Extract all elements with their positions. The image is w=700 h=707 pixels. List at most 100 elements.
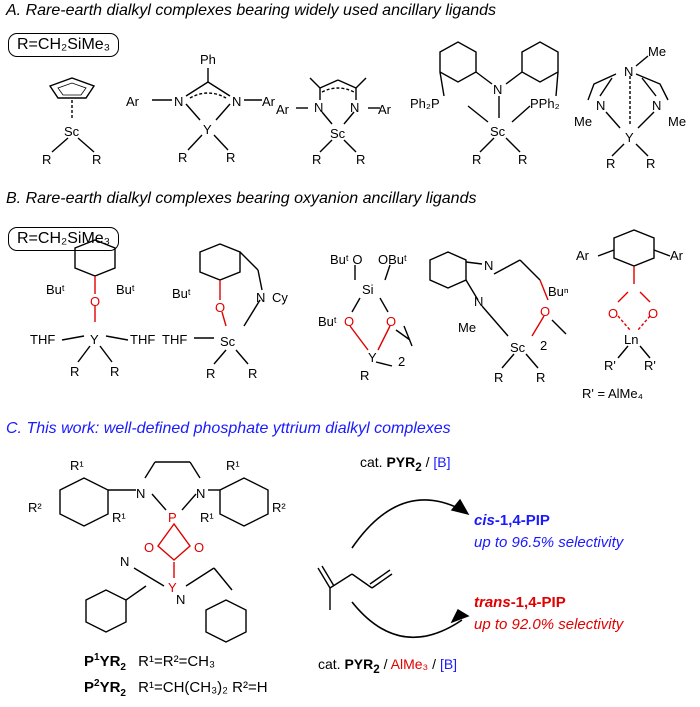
compound-p2yr2: P2YR2 R¹=CH(CH₃)₂ R²=H	[84, 678, 268, 699]
cis-product: cis-1,4-PIP	[474, 512, 550, 529]
label-r: R	[42, 152, 51, 167]
label-ar: Ar	[378, 102, 392, 117]
amidinate-yttrium-complex	[152, 68, 262, 151]
label-o: O	[608, 306, 618, 321]
tacn-yttrium-complex	[587, 55, 669, 157]
r-definition-box-a: R=CH₂SiMe₃	[8, 33, 120, 57]
label-n: N	[484, 258, 493, 273]
label-r: R	[472, 152, 481, 167]
label-si: Si	[362, 282, 374, 297]
label-me: Me	[574, 114, 592, 129]
label-y: Y	[368, 350, 377, 365]
label-me: Me	[458, 320, 476, 335]
label-ar: Ar	[670, 248, 684, 263]
label-r1: R¹	[112, 510, 126, 525]
label-r: R	[206, 366, 215, 381]
label-n: N	[314, 100, 323, 115]
section-a-heading: A. Rare-earth dialkyl complexes bearing …	[6, 2, 497, 19]
label-n: N	[256, 290, 265, 305]
label-n: N	[493, 82, 502, 97]
label-n: N	[474, 294, 483, 309]
label-r: R	[646, 156, 655, 171]
arrow-to-cis	[351, 499, 463, 549]
pnp-scandium-complex	[439, 41, 559, 153]
label-but: Buᵗ	[318, 314, 337, 329]
label-sub2: 2	[398, 354, 405, 369]
label-sc: Sc	[64, 124, 80, 139]
label-r: R	[92, 152, 101, 167]
section-b-heading: B. Rare-earth dialkyl complexes bearing …	[6, 190, 477, 207]
label-ln: Ln	[624, 332, 638, 347]
label-n: N	[596, 98, 605, 113]
label-n: N	[196, 486, 205, 501]
label-y: Y	[168, 580, 177, 595]
top-condition: cat. PYR2 / [B]	[360, 454, 451, 474]
label-but: Buᵗ	[116, 282, 135, 297]
phosphate-yttrium-complex	[59, 461, 269, 643]
label-ar: Ar	[126, 94, 140, 109]
label-r2: R²	[272, 500, 286, 515]
label-bun: Buⁿ	[548, 284, 569, 299]
label-but: Buᵗ	[46, 282, 65, 297]
aryloxide-yttrium-complex	[61, 239, 129, 363]
label-sc: Sc	[490, 124, 506, 139]
label-p: P	[168, 510, 177, 525]
label-n: N	[652, 98, 661, 113]
label-o: O	[648, 306, 658, 321]
label-thf: THF	[130, 332, 155, 347]
label-n: N	[624, 64, 633, 79]
label-r: R	[248, 366, 257, 381]
carboxylate-lanthanide-complex	[597, 229, 671, 359]
cis-selectivity: up to 96.5% selectivity	[474, 534, 624, 551]
label-y: Y	[90, 332, 99, 347]
label-sc: Sc	[510, 340, 526, 355]
label-cy: Cy	[272, 290, 288, 305]
label-o: O	[386, 314, 396, 329]
label-rp-def: R' = AlMe₄	[582, 386, 643, 401]
label-o: O	[90, 294, 100, 309]
label-n: N	[120, 554, 129, 569]
trans-selectivity: up to 92.0% selectivity	[474, 616, 624, 633]
label-o: O	[344, 314, 354, 329]
iminophenolate-scandium-complex	[194, 243, 263, 365]
label-rp: R'	[604, 358, 616, 373]
label-but: Buᵗ	[172, 286, 191, 301]
label-ar: Ar	[276, 102, 290, 117]
label-r: R	[178, 150, 187, 165]
label-sc: Sc	[220, 334, 236, 349]
label-sub2: 2	[540, 338, 547, 353]
trans-product: trans-1,4-PIP	[474, 594, 566, 611]
label-ar: Ar	[576, 248, 590, 263]
arrow-to-trans	[351, 601, 463, 639]
label-ph: Ph	[200, 52, 216, 67]
label-o: O	[215, 300, 225, 315]
section-c-heading: C. This work: well-defined phosphate ytt…	[6, 420, 451, 437]
label-r1: R¹	[226, 458, 240, 473]
label-r: R	[110, 364, 119, 379]
compound-p1yr2: P1YR2 R¹=R²=CH₃	[84, 652, 216, 673]
label-n: N	[174, 94, 183, 109]
label-r: R	[360, 368, 369, 383]
label-obut: OBuᵗ	[378, 252, 407, 267]
label-r: R	[494, 370, 503, 385]
label-ar: Ar	[262, 94, 276, 109]
label-n: N	[350, 100, 359, 115]
label-r: R	[536, 370, 545, 385]
r-definition-box-b: R=CH₂SiMe₃	[8, 227, 120, 251]
label-thf: THF	[30, 332, 55, 347]
bottom-condition: cat. PYR2 / AlMe₃ / [B]	[318, 656, 458, 676]
label-pph2: PPh₂	[530, 96, 560, 111]
label-r: R	[518, 152, 527, 167]
label-o: O	[194, 540, 204, 555]
label-but-o: Buᵗ O	[330, 252, 362, 267]
label-n: N	[232, 94, 241, 109]
label-r2: R²	[28, 500, 42, 515]
label-me: Me	[668, 114, 686, 129]
label-ph2p: Ph₂P	[410, 96, 440, 111]
label-o: O	[144, 540, 154, 555]
label-r: R	[356, 152, 365, 167]
label-me: Me	[648, 44, 666, 59]
label-o: O	[540, 304, 550, 319]
label-r: R	[226, 150, 235, 165]
